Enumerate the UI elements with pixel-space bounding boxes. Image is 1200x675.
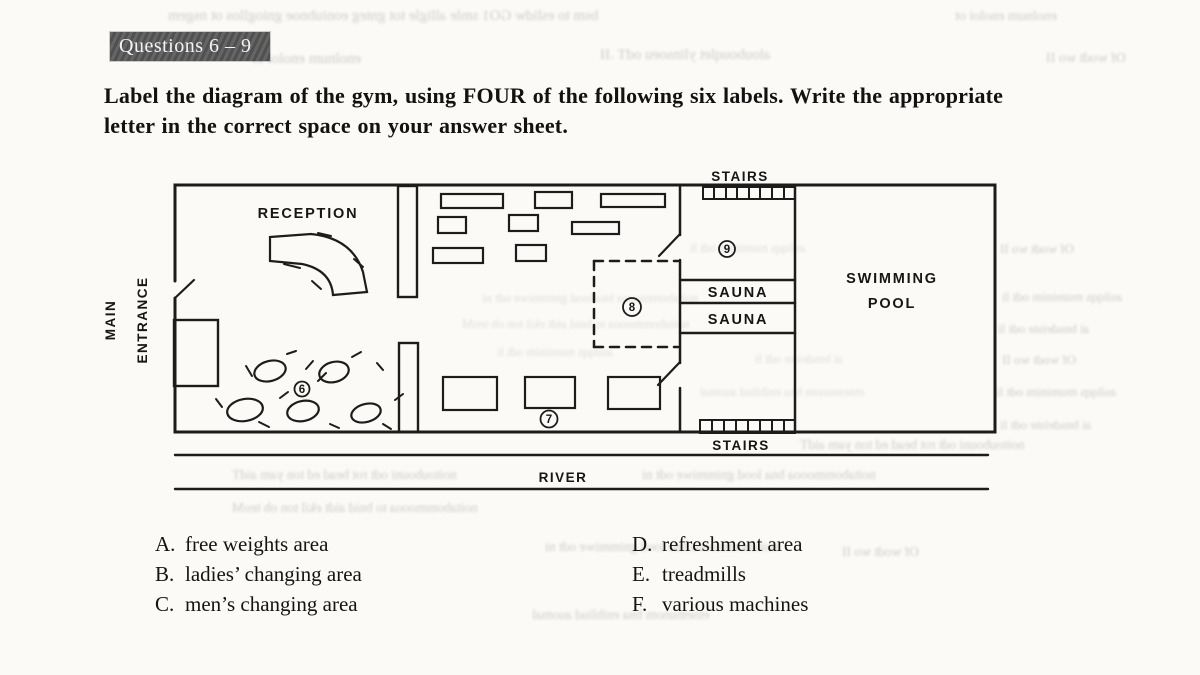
stairs-top-label: STAIRS [711,169,769,184]
option-b: B. ladies’ changing area [155,562,362,587]
river-label: RIVER [539,470,588,485]
free-weights-tick-marks [215,350,404,430]
treadmill-row [441,375,662,412]
option-c: C. men’s changing area [155,592,358,617]
space-8-circle [622,297,642,317]
instruction-line-2: letter in the correct space on your answ… [104,113,569,138]
space-9-number: 9 [724,244,730,256]
machine-rect [599,192,667,209]
swimming-pool-label-line1: SWIMMING [846,271,938,287]
space-7-number: 7 [546,414,552,426]
option-c-letter: C. [155,592,175,616]
stairs-top-icon [702,186,796,200]
space-6-number: 6 [299,384,305,396]
option-f-text: various machines [662,592,809,616]
machine-rect [439,192,505,210]
stairs-bottom-label: STAIRS [712,438,770,453]
sauna-rooms: SAUNA SAUNA [678,278,797,335]
space-6-circle [293,380,311,398]
option-d-letter: D. [632,532,653,556]
option-a: A. free weights area [155,532,328,557]
svg-text:ENTRANCE: ENTRANCE [135,276,150,363]
free-weights-area [215,350,404,430]
gym-outer-walls [172,183,997,434]
stairs-bottom-icon [699,419,796,434]
dashed-room-outline [592,259,680,349]
swimming-pool-area: SWIMMING POOL [846,271,938,312]
reception-area: RECEPTION [258,206,369,297]
sauna-upper-label: SAUNA [708,285,769,301]
space-7-circle [539,409,559,429]
option-e-text: treadmills [662,562,746,586]
main-entrance-label: MAIN ENTRANCE [103,276,150,363]
river: RIVER [173,453,990,491]
option-f-letter: F. [632,592,648,616]
option-d: D. refreshment area [632,532,803,557]
machine-rect [436,215,468,235]
option-a-letter: A. [155,532,176,556]
machine-rect [533,190,574,210]
machine-rect [507,213,540,233]
option-b-text: ladies’ changing area [185,562,362,586]
reception-label: RECEPTION [258,206,359,222]
right-block-walls [656,184,797,434]
option-d-text: refreshment area [662,532,803,556]
sauna-lower-label: SAUNA [708,312,769,328]
treadmill-rect [606,375,662,411]
entrance-vestibule [172,318,220,388]
task-instructions: Label the diagram of the gym, using FOUR… [104,81,1084,141]
reception-desk [268,232,369,297]
treadmill-rect [441,375,499,412]
machines-area [431,190,667,265]
space-markers: 6 7 8 9 [293,240,736,429]
door-lower [656,360,682,387]
questions-range-badge: Questions 6 – 9 [110,32,270,61]
option-e-letter: E. [632,562,651,586]
option-b-letter: B. [155,562,175,586]
space-9-circle [718,240,736,258]
option-a-text: free weights area [185,532,329,556]
option-f: F. various machines [632,592,808,617]
option-c-text: men’s changing area [185,592,358,616]
door-upper [657,232,682,258]
machine-rect [514,243,548,263]
machine-rect [431,246,485,265]
space-8-number: 8 [629,302,636,314]
instruction-line-1: Label the diagram of the gym, using FOUR… [104,83,1004,108]
swimming-pool-label-line2: POOL [868,296,916,312]
machine-rect [570,220,621,236]
svg-text:MAIN: MAIN [103,300,118,341]
reception-chair-marks [283,232,364,290]
treadmill-rect [523,375,577,410]
option-e: E. treadmills [632,562,746,587]
interior-partition-wall [396,184,420,434]
main-entrance-door [173,278,196,300]
